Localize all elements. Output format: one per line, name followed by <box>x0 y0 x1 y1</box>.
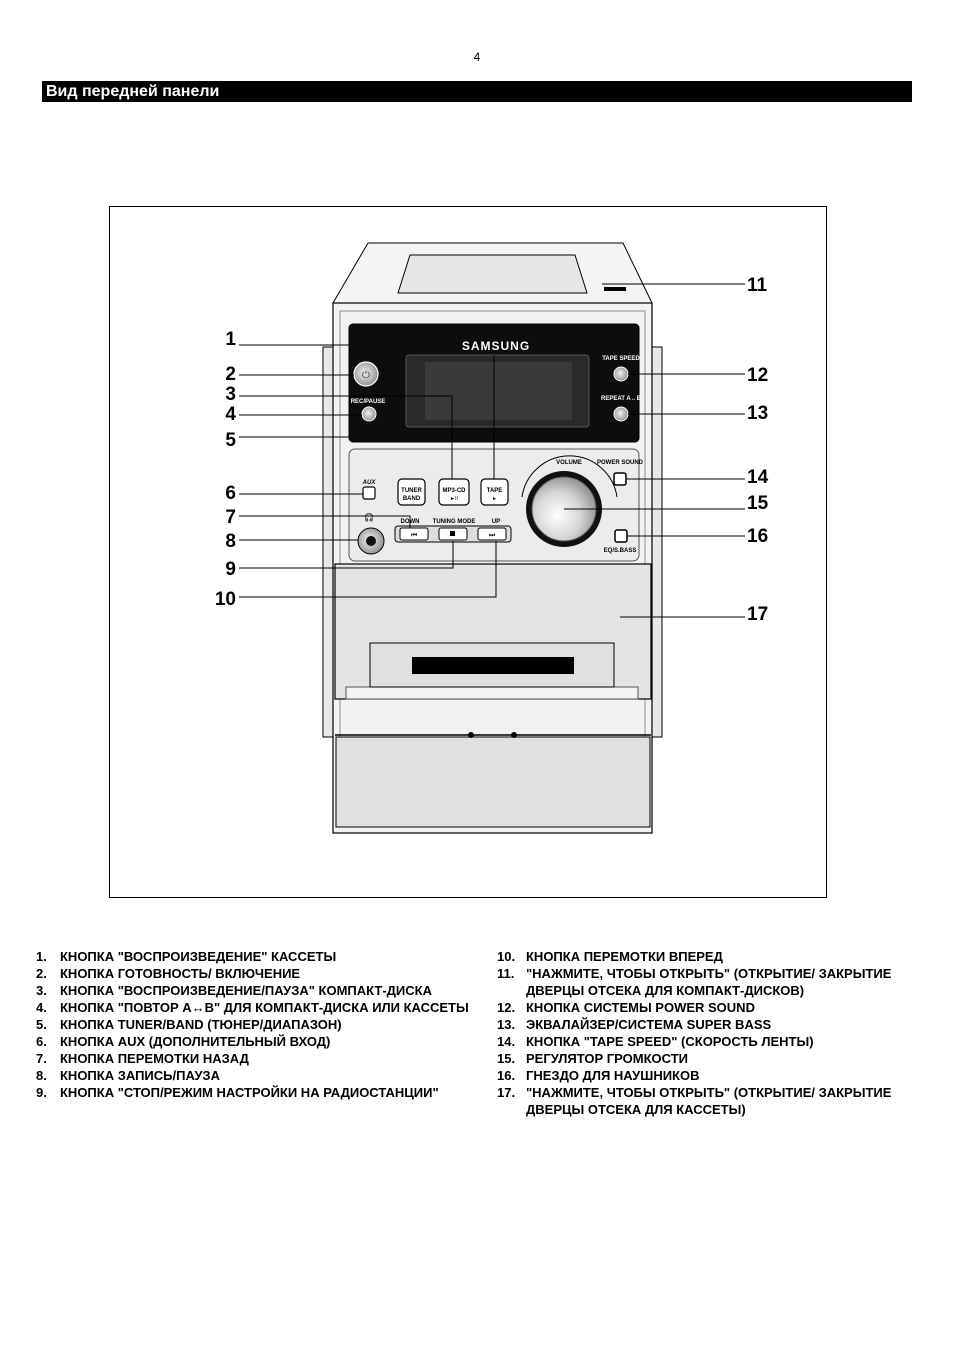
leader-lines <box>239 283 745 618</box>
callout-10: 10 <box>215 589 236 610</box>
legend-item: 2.КНОПКА ГОТОВНОСТЬ/ ВКЛЮЧЕНИЕ <box>36 966 301 981</box>
rewind-icon: ⏮ <box>411 532 417 539</box>
legend-item: 15.РЕГУЛЯТОР ГРОМКОСТИ <box>497 1051 688 1066</box>
callout-5: 5 <box>225 430 236 451</box>
legend-item: 10.КНОПКА ПЕРЕМОТКИ ВПЕРЕД <box>497 949 723 964</box>
callout-16: 16 <box>747 526 768 547</box>
device-illustration: SAMSUNG ⏻ REC/PAUSE TAPE SPEED REPEAT A↔… <box>215 242 769 834</box>
play-icon: ► <box>492 496 497 502</box>
fast-forward-button[interactable] <box>477 527 507 541</box>
legend-item: 4.КНОПКА "ПОВТОР A↔B" ДЛЯ КОМПАКТ-ДИСКА … <box>36 1000 469 1015</box>
legend-item: 6.КНОПКА AUX (ДОПОЛНИТЕЛЬНЫЙ ВХОД) <box>36 1034 331 1049</box>
repeat-button[interactable] <box>613 406 629 422</box>
eq-sbass-button[interactable] <box>614 529 628 543</box>
power-sound-label: POWER SOUND <box>597 460 644 466</box>
callout-4: 4 <box>225 404 236 425</box>
up-label: UP <box>492 519 500 525</box>
band-label: BAND <box>403 496 421 502</box>
unit-base <box>335 736 651 828</box>
tape-speed-button[interactable] <box>613 366 629 382</box>
eq-sbass-label: EQ/S.BASS <box>604 548 637 554</box>
legend-item: 7.КНОПКА ПЕРЕМОТКИ НАЗАД <box>36 1051 249 1066</box>
repeat-label: REPEAT A↔B <box>601 396 642 402</box>
power-button[interactable] <box>353 361 379 387</box>
callout-7: 7 <box>225 507 236 528</box>
play-pause-icon: ►II <box>450 496 458 502</box>
legend-item: 3.КНОПКА "ВОСПРОИЗВЕДЕНИЕ/ПАУЗА" КОМПАКТ… <box>36 983 432 998</box>
callout-14: 14 <box>747 467 769 488</box>
rewind-button[interactable] <box>399 527 429 541</box>
legend-item: 16.ГНЕЗДО ДЛЯ НАУШНИКОВ <box>497 1068 700 1083</box>
callout-1: 1 <box>225 329 236 350</box>
callout-numbers: 1 2 3 4 5 6 7 8 9 10 11 12 13 14 15 16 1… <box>215 275 769 625</box>
callout-17: 17 <box>747 604 768 625</box>
legend-item: 5.КНОПКА TUNER/BAND (ТЮНЕР/ДИАПАЗОН) <box>36 1017 342 1032</box>
brand-logo: SAMSUNG <box>462 339 530 353</box>
page-number: 4 <box>473 50 481 64</box>
volume-label: VOLUME <box>556 460 582 466</box>
front-panel-figure: SAMSUNG ⏻ REC/PAUSE TAPE SPEED REPEAT A↔… <box>109 206 827 898</box>
callout-3: 3 <box>225 384 236 405</box>
legend-item: 8.КНОПКА ЗАПИСЬ/ПАУЗА <box>36 1068 220 1083</box>
callout-11: 11 <box>747 275 768 296</box>
legend-item: 1.КНОПКА "ВОСПРОИЗВЕДЕНИЕ" КАССЕТЫ <box>36 949 337 964</box>
callout-8: 8 <box>225 531 236 552</box>
stop-icon <box>450 531 455 536</box>
headphone-icon: 🎧 <box>364 512 374 522</box>
mp3cd-label: MP3-CD <box>442 488 466 494</box>
legend-item: 13.ЭКВАЛАЙЗЕР/СИСТЕМА SUPER BASS <box>497 1017 772 1032</box>
tuner-band-button[interactable]: TUNER BAND <box>397 478 426 506</box>
tape-speed-label: TAPE SPEED <box>602 356 640 362</box>
callout-2: 2 <box>225 364 236 385</box>
power-sound-button[interactable] <box>613 472 627 486</box>
unit-top <box>332 242 653 304</box>
aux-label: AUX <box>362 480 377 486</box>
rec-pause-label: REC/PAUSE <box>351 399 386 405</box>
legend-left: 1.КНОПКА "ВОСПРОИЗВЕДЕНИЕ" КАССЕТЫ 2.КНО… <box>36 948 496 1101</box>
tape-label: TAPE <box>487 488 503 494</box>
callout-6: 6 <box>225 483 236 504</box>
rec-pause-button[interactable] <box>361 406 377 422</box>
power-icon: ⏻ <box>362 370 370 381</box>
legend-right: 10.КНОПКА ПЕРЕМОТКИ ВПЕРЕД 11."НАЖМИТЕ, … <box>497 948 927 1118</box>
legend-item: 14.КНОПКА "TAPE SPEED" (СКОРОСТЬ ЛЕНТЫ) <box>497 1034 814 1049</box>
callout-15: 15 <box>747 493 769 514</box>
callout-12: 12 <box>747 365 768 386</box>
legend-item: 11."НАЖМИТЕ, ЧТОБЫ ОТКРЫТЬ" (ОТКРЫТИЕ/ З… <box>497 966 892 998</box>
legend-item: 12.КНОПКА СИСТЕМЫ POWER SOUND <box>497 1000 755 1015</box>
legend-item: 17."НАЖМИТЕ, ЧТОБЫ ОТКРЫТЬ" (ОТКРЫТИЕ/ З… <box>497 1085 892 1117</box>
tape-button[interactable]: TAPE ► <box>480 478 509 506</box>
mp3-cd-button[interactable]: MP3-CD ►II <box>438 478 470 506</box>
section-title: Вид передней панели <box>42 81 912 102</box>
aux-button[interactable] <box>362 486 376 500</box>
legend-item: 9.КНОПКА "СТОП/РЕЖИМ НАСТРОЙКИ НА РАДИОС… <box>36 1085 439 1100</box>
fast-forward-icon: ⏭ <box>489 532 496 539</box>
tuner-label: TUNER <box>401 488 422 494</box>
callout-9: 9 <box>225 559 236 580</box>
callout-13: 13 <box>747 403 768 424</box>
tuning-mode-label: TUNING MODE <box>433 519 476 525</box>
